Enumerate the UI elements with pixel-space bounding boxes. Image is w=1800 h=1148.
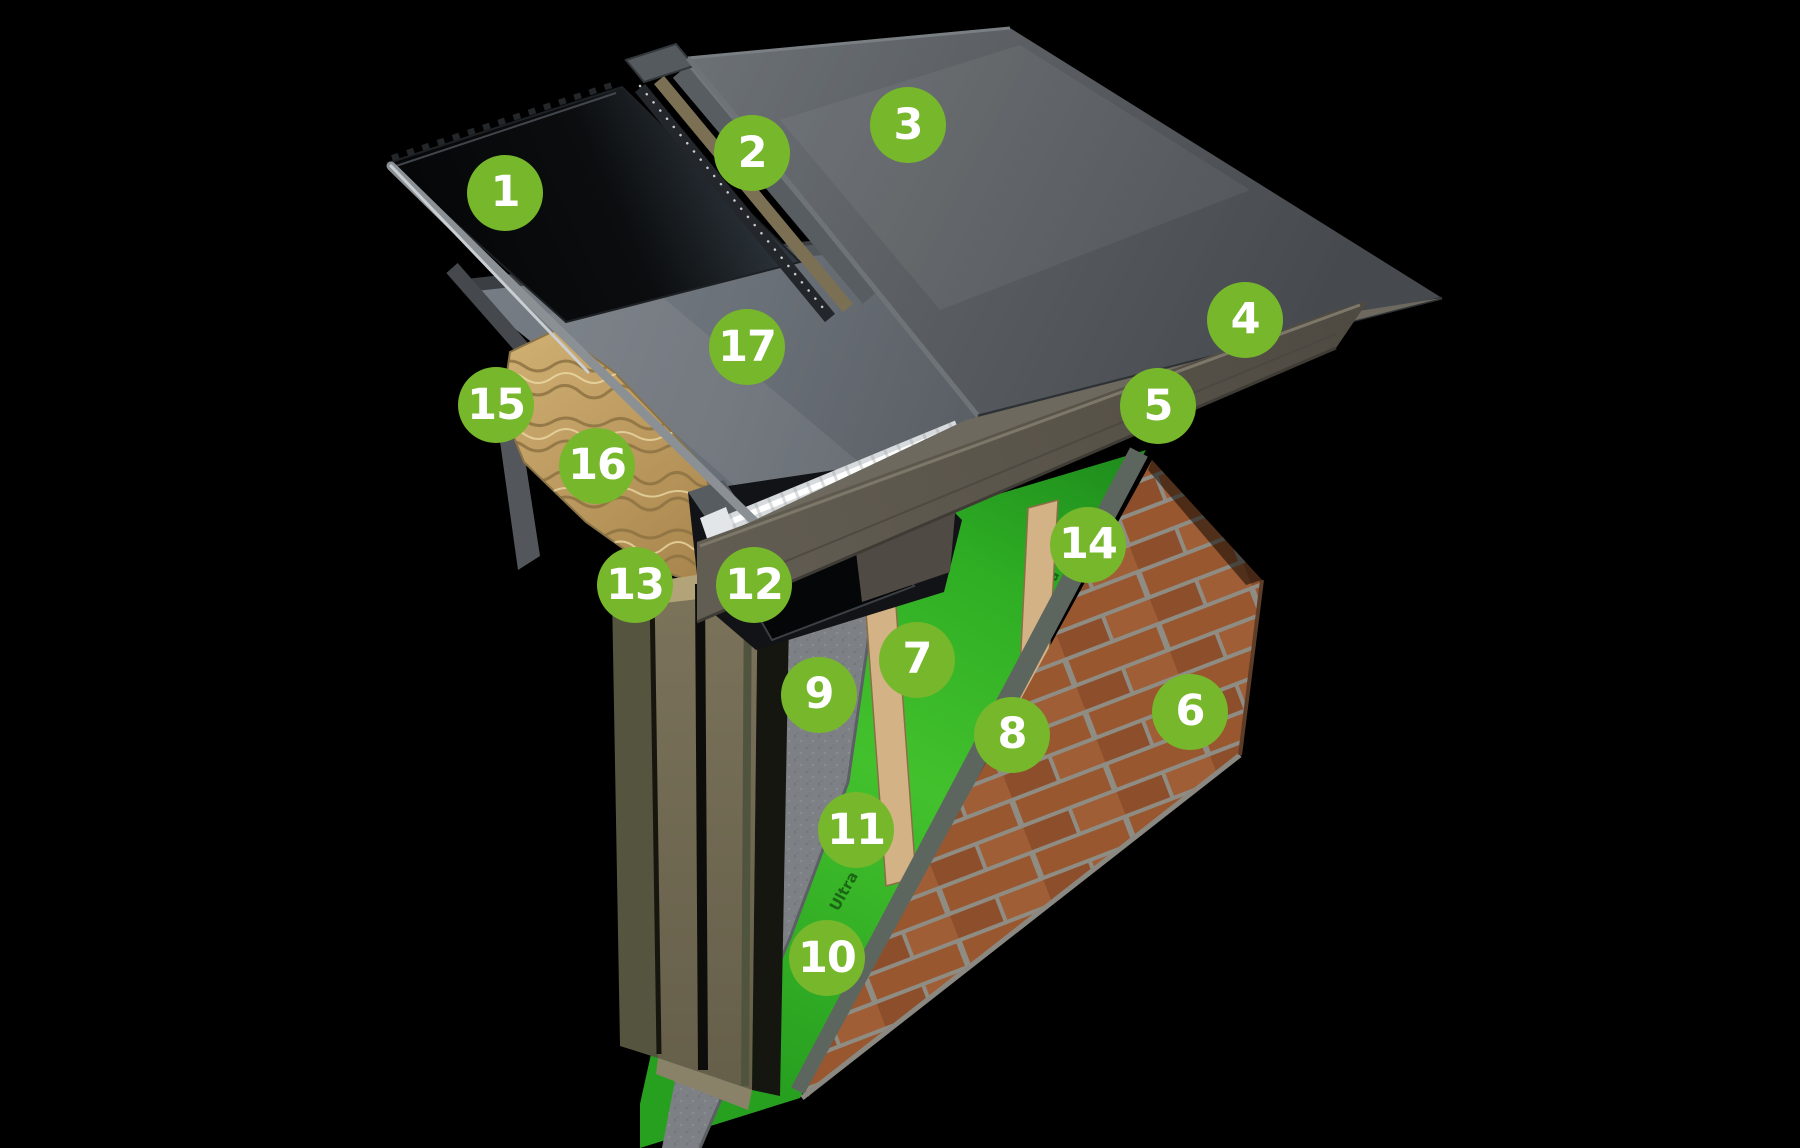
vent-holes [638,84,830,316]
marker-badge-7[interactable]: 7 [878,621,955,698]
marker-badge-5[interactable]: 5 [1119,368,1196,445]
glass-panel [386,80,802,324]
marker-badge-1[interactable]: 1 [467,154,544,231]
marker-badge-10[interactable]: 10 [788,920,865,996]
timber-posts [612,570,790,1110]
ridge-vent-assembly [624,42,882,323]
marker-badge-11[interactable]: 11 [818,792,895,868]
marker-badge-9[interactable]: 9 [781,656,857,733]
post-foot [656,1058,752,1110]
marker-badge-3[interactable]: 3 [869,87,946,164]
marker-badge-16[interactable]: 16 [559,427,636,504]
glass-edge-perforation [391,80,619,161]
marker-badge-13[interactable]: 13 [597,547,674,624]
post-side-face [612,588,658,1058]
marker-badge-2[interactable]: 2 [714,115,791,192]
marker-badge-15[interactable]: 15 [458,367,535,443]
marker-badge-12[interactable]: 12 [716,547,793,624]
fascia-front-face [697,301,1368,622]
ridge-timber-strip [653,75,854,313]
ridge-bar [672,62,882,304]
service-gap [752,570,790,1096]
eaves-bracket [688,480,744,524]
verge-end-cap [497,407,540,570]
ridge-perforated-strip [634,83,836,323]
glazing-rafter-bar [386,161,762,529]
fascia-band [696,298,1442,624]
marker-badge-17[interactable]: 17 [709,309,785,386]
brick-outer-leaf [802,460,1262,1098]
marker-badge-8[interactable]: 8 [973,696,1050,773]
marker-badge-14[interactable]: 14 [1049,506,1126,583]
marker-badge-6[interactable]: 6 [1151,673,1228,750]
marker-badge-4[interactable]: 4 [1207,281,1284,358]
